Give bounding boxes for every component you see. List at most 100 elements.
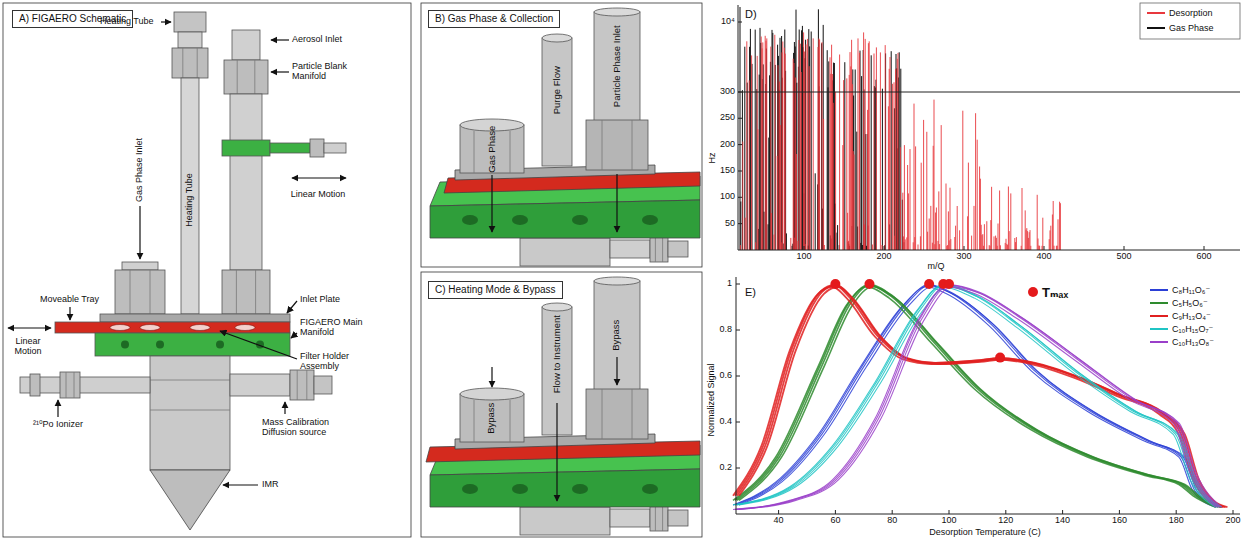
hex-nut <box>650 505 668 531</box>
desorption-spectrum <box>740 32 1060 250</box>
tick-label: 60 <box>830 516 840 526</box>
panel-title: B) Gas Phase & Collection <box>435 13 553 25</box>
legend-entry: C₈H₁₁O₆⁻ <box>1148 284 1212 295</box>
legend-entry: C₁₀H₁₅O₇⁻ <box>1148 323 1215 334</box>
part-label: Mass Calibration Diffusion source <box>262 418 342 438</box>
tick-label: 140 <box>1055 516 1070 526</box>
panel-a-illustration <box>3 3 411 537</box>
motion-label: Linear Motion <box>291 190 346 200</box>
tick-mark <box>738 197 742 198</box>
thermogram-curve <box>733 287 1216 510</box>
main-manifold <box>95 333 290 356</box>
legend-entry: Tₘₐₓ <box>1026 284 1070 300</box>
nut-facet <box>197 48 198 78</box>
thermogram-curve <box>739 287 1222 510</box>
inlet-nut <box>586 389 648 439</box>
motion-arrow <box>292 177 346 178</box>
flow-label: Gas Phase <box>487 126 497 173</box>
tube-top <box>542 303 572 311</box>
leader-arrow <box>161 21 171 22</box>
tmax-dot <box>830 279 840 289</box>
flow-arrow <box>491 367 492 387</box>
thermogram-curve <box>739 287 1222 507</box>
tick-label: 180 <box>1169 516 1184 526</box>
legend-line-sample <box>1150 341 1168 343</box>
nut-facet <box>655 505 656 531</box>
tick-mark <box>738 171 742 172</box>
nut-facet <box>474 400 475 442</box>
manifold-port <box>572 215 588 225</box>
inlet-nut <box>586 120 648 170</box>
x-axis <box>738 250 1240 251</box>
nut-facet <box>297 370 298 400</box>
center-tube <box>542 38 572 166</box>
manifold-port <box>642 215 658 225</box>
legend-text: C₁₀H₁₃O₈⁻ <box>1172 337 1214 347</box>
nut-facet <box>182 48 183 78</box>
leader-arrow <box>287 301 297 313</box>
imr-band <box>150 380 230 381</box>
tick-mark <box>1044 246 1045 250</box>
tick-mark <box>949 510 950 514</box>
aerosol-tube <box>230 94 262 270</box>
panel-c-illustration <box>421 272 702 537</box>
tick-label: 0.4 <box>719 417 732 427</box>
side-fitting <box>610 509 650 527</box>
legend-text: C₁₀H₁₅O₇⁻ <box>1172 324 1213 334</box>
main-manifold-front <box>430 200 700 238</box>
legend-box <box>1140 3 1240 39</box>
tube-top <box>542 34 572 42</box>
nut-facet <box>662 505 663 531</box>
legend-line-sample <box>1150 328 1168 330</box>
filter-holder <box>140 325 160 331</box>
leader-arrow <box>291 333 297 338</box>
tube-fitting <box>174 12 206 32</box>
tick-mark <box>1233 510 1234 514</box>
tick-mark <box>835 510 836 514</box>
leader-arrow <box>223 484 258 485</box>
motion-arrow <box>8 327 51 328</box>
tick-label: 10⁴ <box>721 17 735 27</box>
imr-cone <box>150 470 230 530</box>
nut-facet <box>632 389 633 439</box>
thermogram-curve <box>739 287 1222 507</box>
tick-label: 250 <box>720 113 735 123</box>
inlet-plate <box>100 314 290 322</box>
legend-line-sample <box>1150 302 1168 304</box>
axis-title: Desorption Temperature (C) <box>929 528 1040 538</box>
tick-label: 0.8 <box>719 325 732 335</box>
ionizer-fitting <box>30 374 40 396</box>
filter-holder <box>110 325 130 331</box>
heating-tube <box>181 78 199 314</box>
nut-facet <box>632 120 633 170</box>
tick-label: 40 <box>774 516 784 526</box>
part-label: Particle Blank Manifold <box>292 62 354 82</box>
tick-mark <box>736 284 740 285</box>
leader-arrow <box>271 71 289 72</box>
motion-label: Linear Motion <box>9 337 47 357</box>
panel-letter: E) <box>745 286 756 298</box>
panel-letter: D) <box>745 8 757 20</box>
tube-fitting <box>178 32 202 48</box>
tick-label: 0.2 <box>719 463 732 473</box>
flow-label: Flow to Instrument <box>552 315 562 393</box>
manifold-port <box>156 341 164 349</box>
part-label: IMR <box>262 480 279 490</box>
flow-label: Bypass <box>487 402 497 433</box>
legend-line-sample <box>1147 12 1165 14</box>
tick-label: 300 <box>720 87 735 97</box>
nut-facet <box>474 131 475 173</box>
tick-label: 400 <box>1036 252 1051 262</box>
flow-arrow <box>616 174 617 232</box>
manifold-port <box>512 215 528 225</box>
legend-entry: Desorption <box>1145 7 1215 18</box>
tick-mark <box>892 510 893 514</box>
leader-arrow <box>69 307 70 320</box>
tick-mark <box>884 246 885 250</box>
panel-frame <box>421 272 702 537</box>
legend-text: C₉H₁₃O₄⁻ <box>1172 311 1211 321</box>
blank-manifold-arm <box>270 143 310 153</box>
flow-arrow <box>556 403 557 501</box>
tick-label: 200 <box>720 140 735 150</box>
